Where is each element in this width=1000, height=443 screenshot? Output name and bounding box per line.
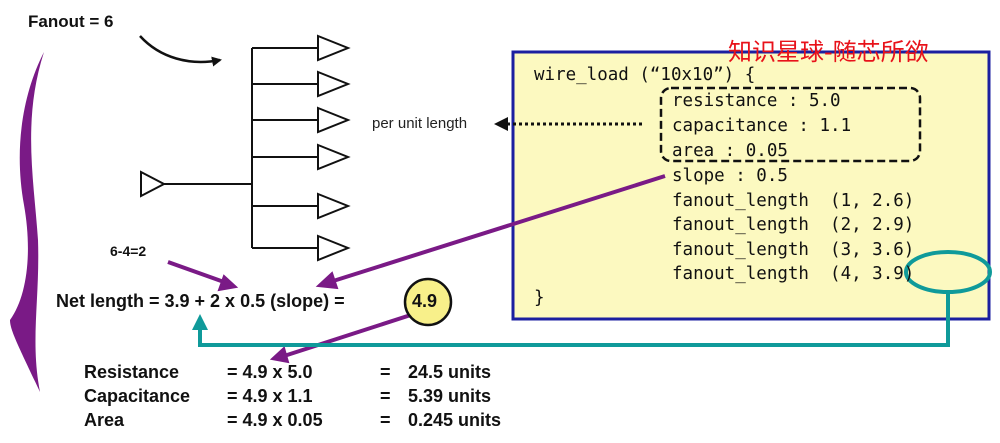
per-unit-label: per unit length: [372, 115, 468, 132]
code-slope: slope : 0.5: [672, 166, 788, 186]
fanout-diff-label: 6-4=2: [110, 243, 147, 259]
net-length-equation: Net length = 3.9 + 2 x 0.5 (slope) =: [56, 291, 350, 311]
watermark-text: 知识星球-随芯所欲: [728, 38, 929, 66]
calc-equals: =: [380, 386, 391, 406]
calc-label: Area: [84, 410, 125, 430]
calc-expression: = 4.9 x 0.05: [227, 410, 323, 430]
result-circle: [403, 277, 453, 327]
code-closing-brace: }: [534, 288, 545, 308]
code-fanout-line: fanout_length (3, 3.6): [672, 240, 915, 260]
code-resistance: resistance : 5.0: [672, 91, 841, 111]
code-fanout-line: fanout_length (2, 2.9): [672, 215, 915, 235]
slope-purple-arrowhead: [315, 271, 339, 290]
driver-buffer-icon: [140, 170, 167, 198]
per-unit-arrowhead: [494, 117, 508, 131]
fanout-label: Fanout = 6: [28, 12, 114, 31]
code-header: wire_load (“10x10”) {: [534, 65, 756, 85]
calc-label: Capacitance: [84, 386, 191, 406]
calc-label: Resistance: [84, 362, 180, 382]
load-buffer-icon: [317, 34, 351, 62]
diff-purple-arrow-line: [167, 260, 225, 284]
calc-value: 24.5 units: [408, 362, 492, 382]
diff-purple-arrowhead: [217, 274, 239, 292]
code-fanout-line: fanout_length (1, 2.6): [672, 191, 915, 211]
load-branches: [252, 34, 351, 262]
teal-feedback-line: [198, 292, 950, 347]
calc-equals: =: [380, 362, 391, 382]
code-fanout-line: fanout_length (4, 3.9): [672, 264, 915, 284]
load-buffer-icon: [317, 143, 351, 171]
wire-load-box: [511, 50, 991, 321]
calc-expression: = 4.9 x 5.0: [227, 362, 313, 382]
net-length-result: 4.9: [412, 291, 438, 311]
calc-expression: = 4.9 x 1.1: [227, 386, 313, 406]
purple-brace-shape: [10, 52, 44, 392]
fanout-curved-arrow: [139, 35, 222, 67]
calc-equals: =: [380, 410, 391, 430]
calc-value: 0.245 units: [408, 410, 502, 430]
calc-value: 5.39 units: [408, 386, 492, 406]
result-purple-arrow-line: [283, 310, 421, 358]
teal-feedback-arrowhead: [192, 314, 208, 330]
result-purple-arrowhead: [269, 346, 290, 364]
per-unit-group-outline: [659, 86, 922, 163]
code-capacitance: capacitance : 1.1: [672, 116, 852, 136]
code-area: area : 0.05: [672, 141, 788, 161]
load-buffer-icon: [317, 70, 351, 98]
load-buffer-icon: [317, 234, 351, 262]
load-buffer-icon: [317, 106, 351, 134]
load-buffer-icon: [317, 192, 351, 220]
slope-purple-arrow-line: [329, 174, 666, 284]
